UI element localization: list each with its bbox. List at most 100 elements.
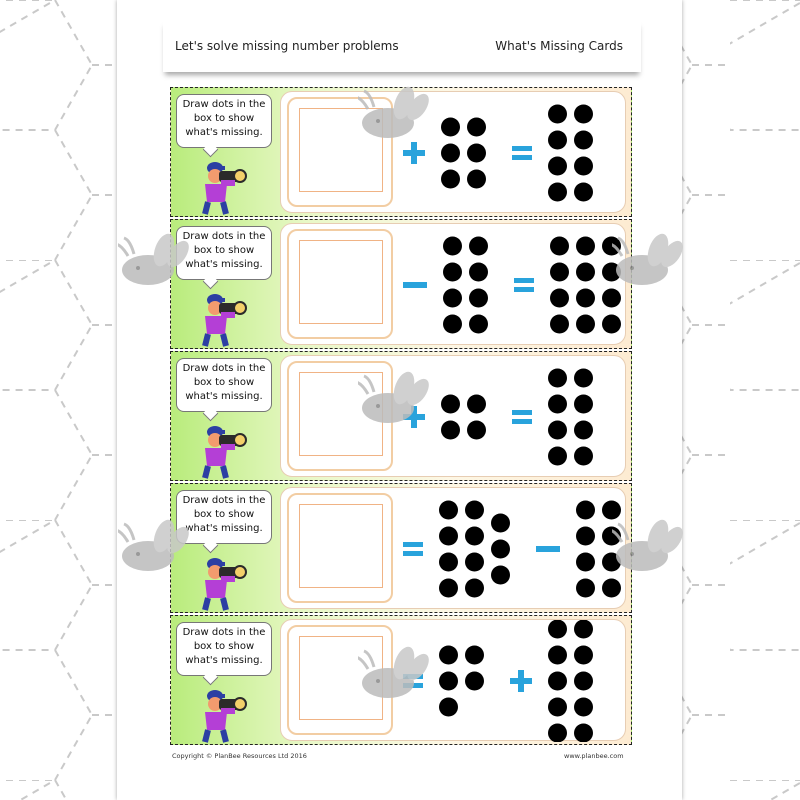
dot (550, 314, 569, 334)
dot (602, 262, 621, 282)
dot (574, 620, 593, 639)
expression-panel (280, 355, 626, 477)
expression (403, 236, 621, 334)
dot (467, 117, 486, 137)
prompt-line: box to show (193, 509, 255, 520)
answer-frame (287, 229, 393, 339)
dot (576, 314, 595, 334)
expression (403, 500, 621, 598)
prompt-line: box to show (193, 113, 255, 124)
dot (443, 236, 462, 256)
dot-group (550, 236, 621, 334)
dot-group (441, 394, 486, 440)
prompt-line: box to show (193, 377, 255, 388)
dot (576, 578, 595, 598)
dot (439, 552, 458, 572)
dot (548, 130, 567, 150)
dot (576, 262, 595, 282)
dot (439, 697, 458, 717)
dot (441, 117, 460, 137)
dot (602, 288, 621, 308)
answer-box[interactable] (299, 504, 383, 588)
dot (465, 526, 484, 546)
dot (441, 420, 460, 440)
dot (548, 620, 567, 639)
bee-watermark-icon (605, 232, 692, 296)
dot (574, 104, 593, 124)
dot (491, 513, 510, 533)
copyright-text: Copyright © PlanBee Resources Ltd 2016 (172, 752, 307, 760)
dot (574, 697, 593, 717)
answer-frame (287, 97, 393, 207)
dot (443, 288, 462, 308)
dot (491, 539, 510, 559)
dot (574, 446, 593, 466)
photographer-icon (195, 554, 255, 612)
prompt-line: Draw dots in the (182, 363, 266, 374)
bee-watermark-icon (111, 518, 198, 582)
dot (467, 420, 486, 440)
dot (574, 394, 593, 414)
dot-group (439, 500, 510, 598)
prompt-line: Draw dots in the (182, 627, 266, 638)
equals-sign (512, 410, 532, 424)
dot (443, 314, 462, 334)
answer-frame (287, 493, 393, 603)
dot-group (443, 236, 488, 334)
prompt-line: box to show (193, 641, 255, 652)
equals-sign (403, 542, 423, 556)
dot (602, 578, 621, 598)
dot (548, 104, 567, 124)
equals-sign (514, 278, 534, 292)
dot (465, 645, 484, 665)
answer-box[interactable] (299, 108, 383, 192)
prompt-line: box to show (193, 245, 255, 256)
dot (469, 288, 488, 308)
plus-sign (510, 670, 532, 692)
dot (576, 526, 595, 546)
dot (574, 368, 593, 388)
dot (465, 552, 484, 572)
dot (548, 671, 567, 691)
minus-sign (403, 282, 427, 288)
photographer-icon (195, 422, 255, 480)
dot (548, 394, 567, 414)
plus-sign (403, 142, 425, 164)
dot (550, 236, 569, 256)
prompt-line: Draw dots in the (182, 99, 266, 110)
dot (574, 671, 593, 691)
website-text: www.planbee.com (564, 752, 624, 760)
dot (469, 236, 488, 256)
dot-group (548, 620, 593, 742)
dot (602, 526, 621, 546)
dot (469, 314, 488, 334)
dot-group (548, 368, 593, 466)
photographer-icon (195, 290, 255, 348)
prompt-line: what's missing. (185, 523, 263, 534)
dot (576, 500, 595, 520)
dot (550, 262, 569, 282)
expression-panel (280, 619, 626, 742)
expression (403, 368, 593, 466)
dot (469, 262, 488, 282)
expression-panel (280, 223, 626, 345)
photographer-icon (195, 686, 255, 744)
dot (548, 697, 567, 717)
dot (602, 500, 621, 520)
answer-box[interactable] (299, 240, 383, 324)
dot (465, 578, 484, 598)
dot (548, 182, 567, 202)
dot (548, 645, 567, 665)
dot (467, 169, 486, 189)
expression (403, 620, 593, 742)
dot (439, 645, 458, 665)
dot (574, 182, 593, 202)
dot (576, 236, 595, 256)
dot (548, 723, 567, 742)
dot (439, 526, 458, 546)
